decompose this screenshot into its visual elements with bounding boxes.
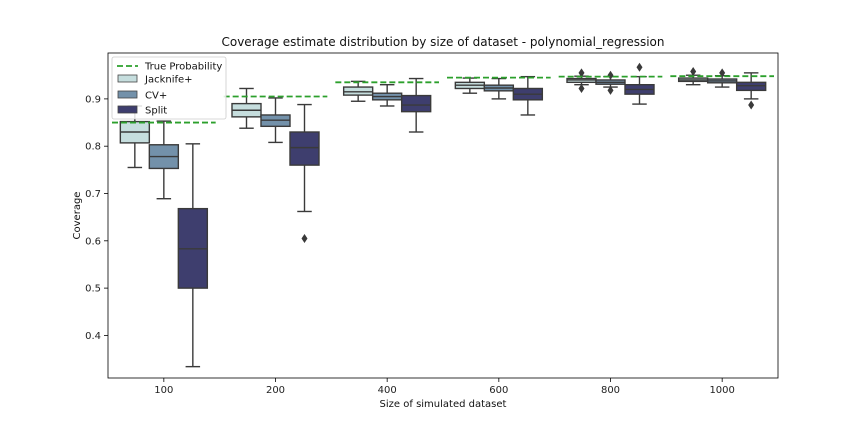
y-axis-label: Coverage bbox=[72, 192, 83, 240]
x-tick-label: 1000 bbox=[709, 385, 734, 396]
box-iqr bbox=[289, 131, 320, 166]
legend-frame bbox=[111, 56, 227, 120]
outlier-point bbox=[301, 233, 308, 243]
box-cv--800 bbox=[595, 70, 626, 95]
x-tick-label: 100 bbox=[154, 385, 173, 396]
x-tick-label: 400 bbox=[378, 385, 397, 396]
chart-title: Coverage estimate distribution by size o… bbox=[221, 35, 664, 49]
legend-swatch-jacknife bbox=[117, 74, 138, 83]
x-axis-ticks: 100 200 400 600 800 1000 bbox=[154, 378, 735, 396]
y-tick-label: 0.4 bbox=[85, 331, 101, 342]
box-split-100 bbox=[177, 143, 209, 368]
outlier-point bbox=[748, 100, 755, 110]
legend-label-jacknife: Jacknife+ bbox=[144, 75, 193, 86]
box-split-200 bbox=[289, 103, 320, 243]
outlier-point bbox=[607, 70, 614, 80]
y-tick-label: 0.6 bbox=[85, 236, 101, 247]
box-cv--600 bbox=[483, 77, 515, 100]
box-jacknife--1000 bbox=[677, 66, 709, 86]
y-tick-label: 0.9 bbox=[85, 94, 101, 105]
outlier-point bbox=[578, 68, 585, 78]
box-iqr bbox=[400, 94, 432, 113]
box-split-800 bbox=[624, 62, 655, 105]
box-cv--1000 bbox=[706, 68, 738, 88]
box-jacknife--800 bbox=[566, 68, 597, 93]
box-cv--400 bbox=[371, 83, 403, 107]
outlier-point bbox=[636, 62, 643, 72]
outlier-point bbox=[578, 83, 585, 93]
box-cv--200 bbox=[260, 97, 291, 144]
box-jacknife--600 bbox=[454, 77, 486, 94]
box-jacknife--200 bbox=[231, 87, 262, 129]
box-cv--100 bbox=[148, 120, 180, 200]
legend-label-true-probability: True Probability bbox=[144, 62, 222, 73]
box-iqr bbox=[735, 81, 767, 92]
plot-area bbox=[112, 62, 774, 368]
legend-label-split: Split bbox=[145, 106, 167, 117]
legend-label-cv-plus: CV+ bbox=[145, 91, 167, 102]
x-tick-label: 800 bbox=[601, 385, 620, 396]
outlier-point bbox=[607, 85, 614, 95]
y-tick-label: 0.5 bbox=[85, 284, 101, 295]
plot-frame bbox=[107, 52, 779, 379]
legend: True Probability Jacknife+ CV+ Split bbox=[111, 56, 227, 120]
outlier-point bbox=[719, 68, 726, 78]
y-tick-label: 0.8 bbox=[85, 142, 101, 153]
y-axis-ticks: 0.4 0.5 0.6 0.7 0.8 0.9 bbox=[85, 94, 108, 342]
box-split-600 bbox=[512, 75, 544, 116]
outlier-point bbox=[690, 66, 697, 76]
box-iqr bbox=[342, 86, 374, 96]
y-tick-label: 0.7 bbox=[85, 189, 101, 200]
x-axis-label: Size of simulated dataset bbox=[380, 399, 507, 410]
legend-swatch-split bbox=[117, 105, 138, 114]
legend-swatch-cv-plus bbox=[117, 90, 138, 99]
x-tick-label: 600 bbox=[489, 385, 508, 396]
box-split-400 bbox=[400, 77, 432, 133]
box-jacknife--400 bbox=[342, 80, 374, 102]
box-split-1000 bbox=[735, 72, 767, 110]
x-tick-label: 200 bbox=[266, 385, 285, 396]
